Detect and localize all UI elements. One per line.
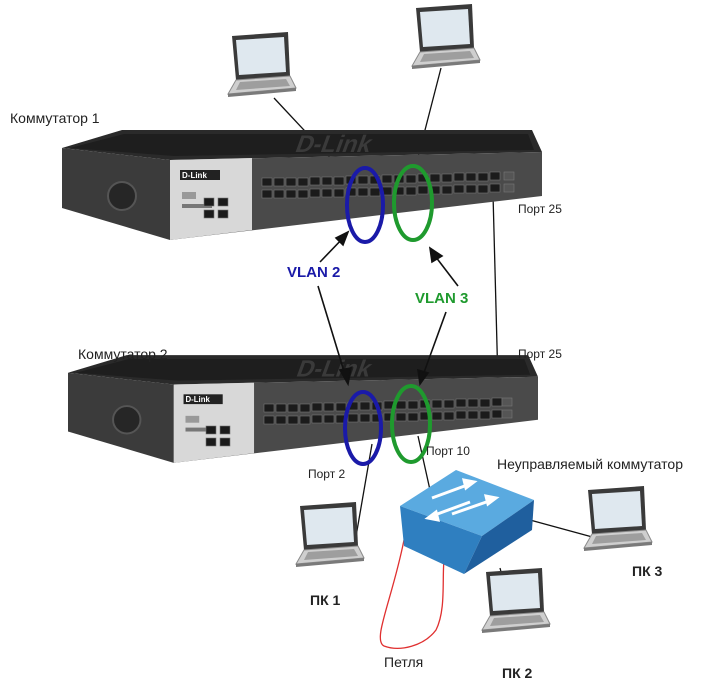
switch2-device	[68, 354, 538, 464]
laptop-icon	[295, 502, 365, 568]
vlan3-ellipse-switch1	[392, 164, 434, 242]
arrow-vlan2-down	[317, 285, 347, 379]
vlan2-ellipse-switch2	[343, 390, 383, 466]
link-unmanaged-to-pc3	[529, 519, 597, 539]
switch1-label: Коммутатор 1	[10, 110, 100, 126]
vlan2-label: VLAN 2	[287, 264, 341, 281]
laptop-icon	[583, 486, 653, 552]
laptop-icon	[227, 32, 297, 98]
switch1-device	[62, 130, 542, 240]
unmanaged-switch-label: Неуправляемый коммутатор	[497, 456, 683, 472]
switch2-label: Коммутатор 2	[78, 346, 168, 362]
arrow-head	[428, 246, 444, 264]
link-port25	[492, 193, 499, 385]
vlan3-label: VLAN 3	[415, 290, 469, 307]
arrow-head	[334, 230, 350, 247]
unmanaged-switch-icon	[400, 470, 534, 574]
arrow-vlan3-down	[421, 311, 447, 379]
laptop-icon	[481, 568, 551, 634]
vlan-arrows	[317, 230, 459, 387]
switch1-port25-label: Порт 25	[518, 202, 562, 216]
arrow-head	[338, 367, 353, 387]
laptop-icon	[411, 4, 481, 70]
pc3-label: ПК 3	[632, 563, 663, 579]
switch2-port2-label: Порт 2	[308, 467, 346, 481]
vlan3-ellipse-switch2	[390, 384, 432, 464]
link-switch2-to-unmanaged	[417, 435, 431, 491]
pc2-label: ПК 2	[502, 665, 533, 681]
arrow-head	[417, 368, 430, 387]
switch2-port25-label: Порт 25	[518, 347, 562, 361]
switch2-port10-label: Порт 10	[426, 444, 470, 458]
pc1-label: ПК 1	[310, 592, 341, 608]
loop-cable	[379, 539, 445, 649]
vlan2-ellipse-switch1	[345, 166, 385, 244]
loop-label: Петля	[384, 654, 424, 670]
